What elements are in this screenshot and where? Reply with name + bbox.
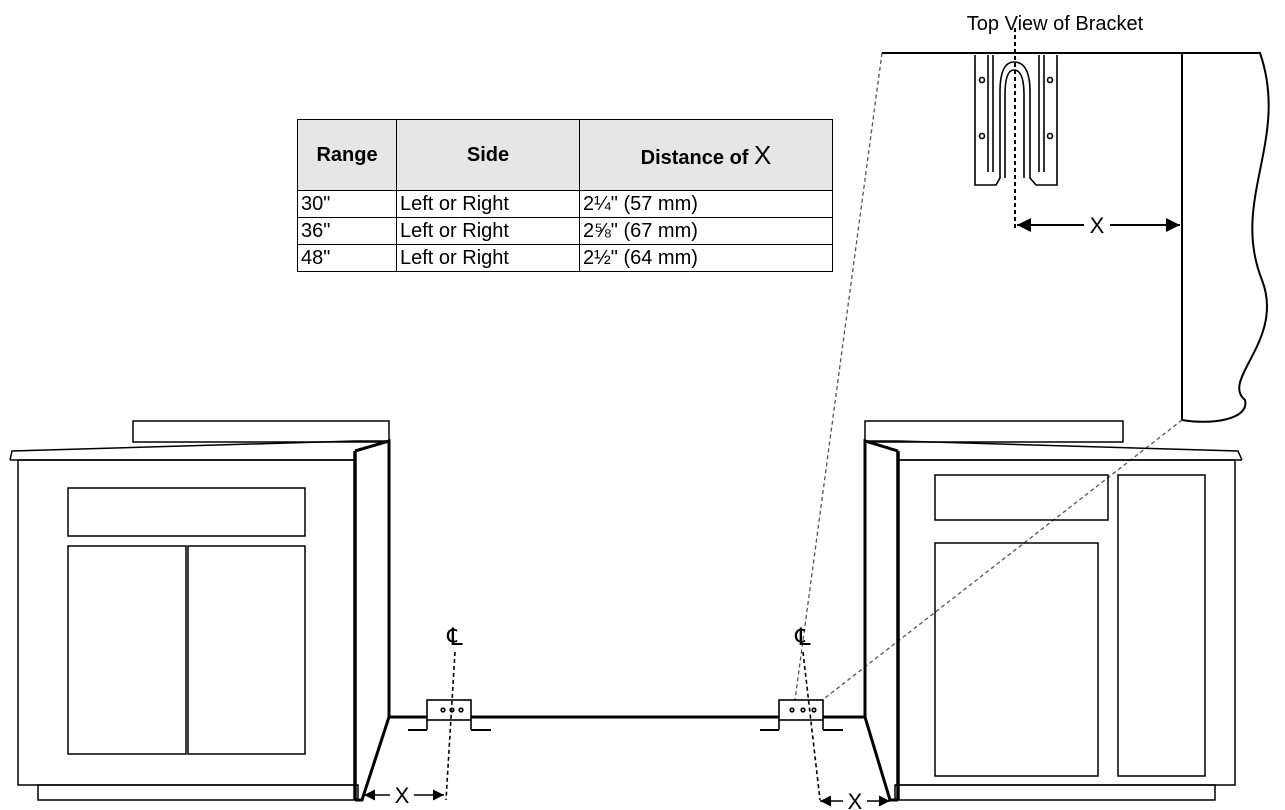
left-cabinet-drawer	[67, 487, 306, 537]
cell-range: 48"	[297, 244, 397, 272]
right-cabinet	[863, 420, 1243, 802]
left-cabinet-door-right	[187, 545, 306, 755]
left-cabinet-toekick	[37, 784, 359, 801]
bracket-view-x-label: X	[1090, 213, 1105, 238]
right-centerline-symbol: ℄	[794, 624, 811, 651]
cell-distance: 2¼" (57 mm)	[579, 190, 833, 218]
cell-side: Left or Right	[396, 217, 580, 245]
right-cabinet-body	[897, 459, 1236, 786]
left-centerline-symbol: ℄	[446, 624, 463, 651]
header-range: Range	[297, 119, 397, 191]
cell-side: Left or Right	[396, 190, 580, 218]
left-x-label: X	[395, 783, 410, 808]
left-anti-tip-bracket	[408, 699, 491, 731]
left-cabinet	[9, 420, 391, 802]
right-cabinet-toekick	[894, 784, 1216, 801]
right-cabinet-backsplash	[864, 420, 1124, 443]
header-side: Side	[396, 119, 580, 191]
right-cabinet-side-panel	[863, 438, 899, 802]
bracket-view-title: Top View of Bracket	[967, 13, 1144, 35]
header-distance: Distance of X	[579, 119, 833, 191]
table-row: 48" Left or Right 2½" (64 mm)	[297, 244, 833, 272]
cell-range: 36"	[297, 217, 397, 245]
table-row: 36" Left or Right 2⅝" (67 mm)	[297, 217, 833, 245]
right-cabinet-drawer	[934, 474, 1109, 521]
cell-distance: 2½" (64 mm)	[579, 244, 833, 272]
right-centerline	[802, 651, 821, 801]
left-cabinet-countertop	[9, 440, 389, 461]
bracket-top-view: Top View of Bracket X	[882, 13, 1270, 423]
table-row: 30" Left or Right 2¼" (57 mm)	[297, 190, 833, 218]
cell-range: 30"	[297, 190, 397, 218]
table-header-row: Range Side Distance of X	[297, 119, 833, 191]
bracket-view-wall-outline	[882, 52, 1270, 423]
cell-distance: 2⅝" (67 mm)	[579, 217, 833, 245]
right-cabinet-door-right	[1117, 474, 1206, 777]
header-distance-symbol: X	[754, 139, 772, 170]
left-cabinet-door-left	[67, 545, 187, 755]
right-cabinet-countertop	[865, 440, 1243, 461]
left-cabinet-backsplash	[132, 420, 390, 443]
distance-spec-table: Range Side Distance of X 30" Left or Rig…	[297, 119, 833, 272]
cell-side: Left or Right	[396, 244, 580, 272]
left-cabinet-side-panel	[354, 438, 391, 802]
right-cabinet-door-left	[934, 542, 1099, 777]
zoom-guide-lines	[794, 52, 1183, 706]
left-centerline	[445, 651, 456, 801]
bracket-drawing	[974, 55, 1058, 186]
right-x-label: X	[848, 789, 863, 810]
right-anti-tip-bracket	[760, 699, 843, 731]
header-distance-prefix: Distance of	[640, 146, 754, 169]
